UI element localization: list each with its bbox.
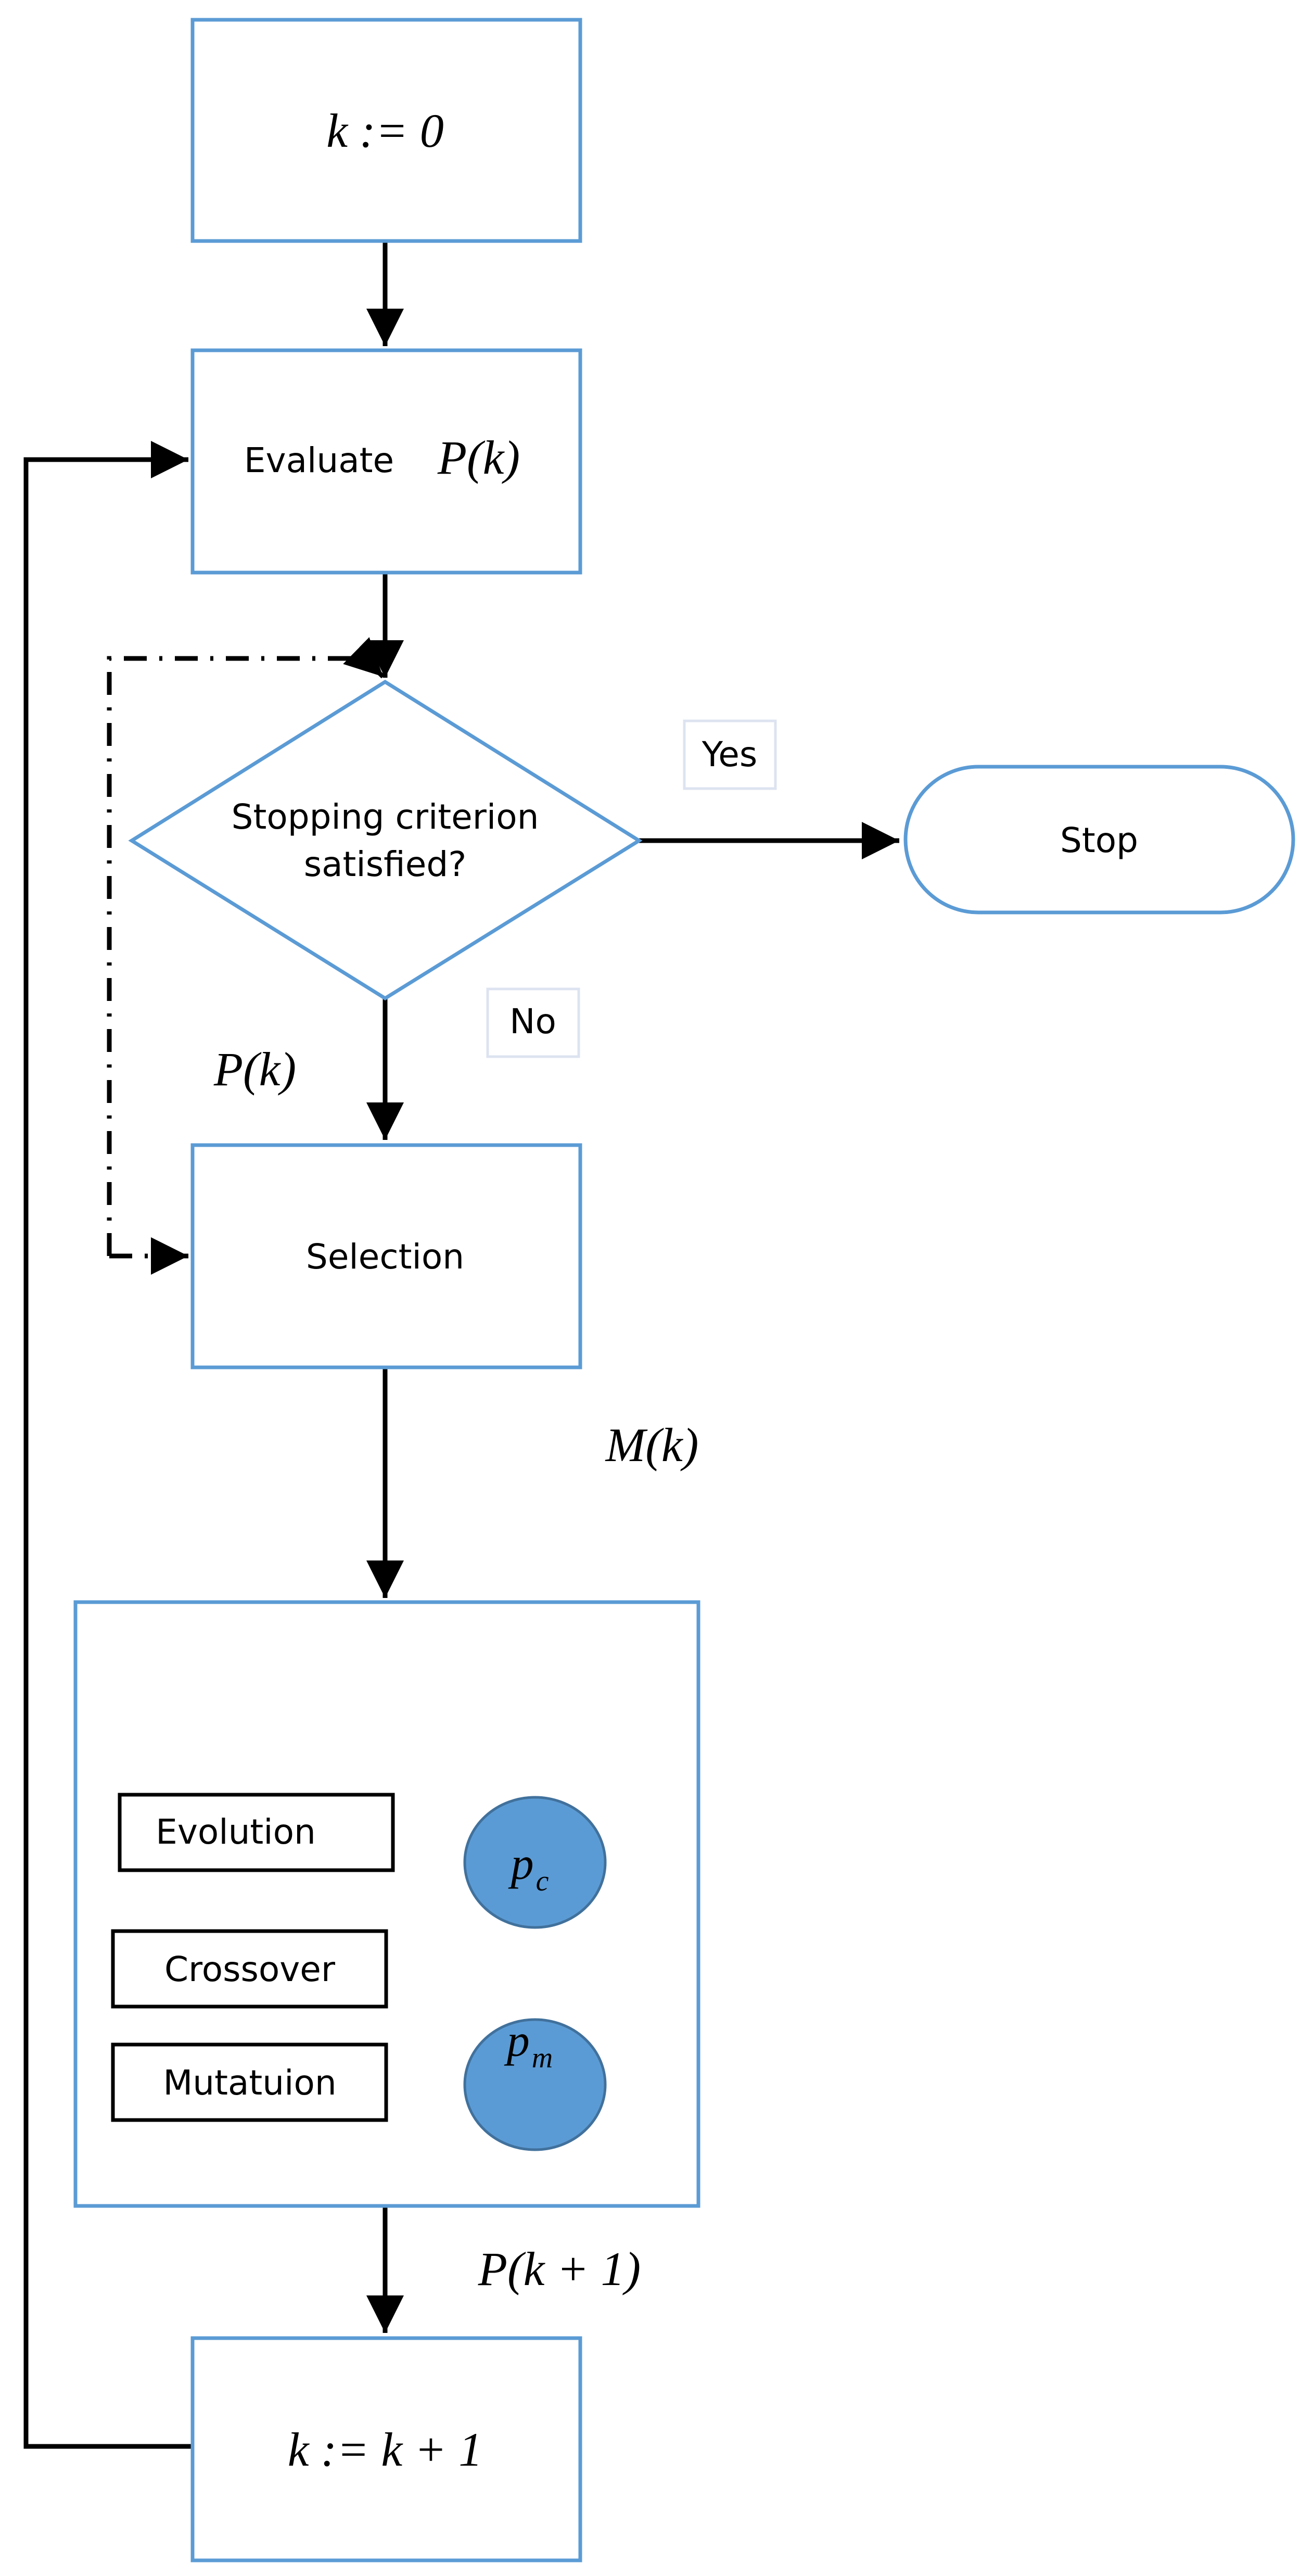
decision-node bbox=[128, 679, 643, 1001]
crossover-label: Crossover bbox=[164, 1949, 336, 1989]
stop-label: Stop bbox=[1060, 820, 1138, 860]
selection-node bbox=[190, 1143, 582, 1369]
selection-label: Selection bbox=[306, 1237, 464, 1277]
evolution-label: Evolution bbox=[156, 1812, 316, 1852]
stop-node bbox=[903, 765, 1295, 915]
mutation-label: Mutatuion bbox=[163, 2063, 336, 2103]
decision-label-line1: Stopping criterion bbox=[232, 797, 539, 837]
edge-loop-back bbox=[23, 441, 193, 2449]
pc-base: p bbox=[508, 1839, 534, 1889]
crossover-probability-node bbox=[463, 1796, 607, 1929]
evaluate-label: Evaluate bbox=[244, 440, 394, 480]
mutation-probability-label: pm bbox=[504, 2016, 553, 2074]
mating-pool-label: M(k) bbox=[605, 1418, 699, 1471]
init-node bbox=[190, 18, 582, 243]
next-population-label: P(k + 1) bbox=[478, 2242, 641, 2295]
mutation-probability-node bbox=[463, 2018, 607, 2151]
increment-node bbox=[190, 2336, 582, 2562]
increment-label: k := k + 1 bbox=[288, 2423, 482, 2476]
no-label-box bbox=[486, 987, 580, 1058]
population-label: P(k) bbox=[213, 1043, 296, 1096]
evaluate-math-label: P(k) bbox=[437, 431, 520, 484]
yes-label: Yes bbox=[702, 734, 758, 775]
crossover-box bbox=[111, 1929, 388, 2009]
pc-subscript: c bbox=[536, 1865, 549, 1897]
pm-subscript: m bbox=[532, 2042, 553, 2074]
no-label: No bbox=[509, 1001, 556, 1042]
evaluate-node bbox=[190, 348, 582, 575]
edge-bypass-top-arrow bbox=[343, 637, 385, 679]
crossover-probability-label: pc bbox=[508, 1839, 549, 1897]
mutation-box bbox=[111, 2042, 388, 2122]
evolution-header-box bbox=[118, 1793, 395, 1872]
edge-bypass-top bbox=[107, 656, 385, 1256]
decision-label-line2: satisfied? bbox=[304, 844, 467, 884]
yes-label-box bbox=[683, 719, 777, 790]
init-label: k := 0 bbox=[326, 104, 444, 157]
pm-base: p bbox=[504, 2016, 530, 2066]
